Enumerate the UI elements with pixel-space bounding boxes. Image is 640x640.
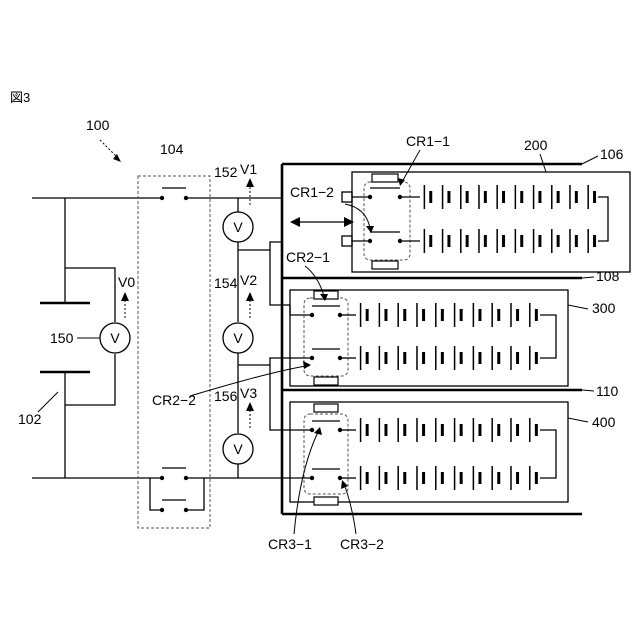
arrow-100 (100, 140, 121, 162)
label-104: 104 (160, 141, 184, 157)
label-152: 152 (214, 164, 238, 180)
label-cr2-1: CR2−1 (286, 249, 330, 265)
label-108: 108 (596, 268, 620, 284)
battery-pack-400 (290, 402, 568, 502)
pack-300-wiring (282, 305, 556, 360)
label-400: 400 (592, 414, 616, 430)
label-106: 106 (600, 146, 624, 162)
label-156: 156 (214, 388, 238, 404)
housing-106 (282, 164, 582, 514)
label-cr1-2: CR1−2 (290, 184, 334, 200)
svg-text:V: V (233, 330, 243, 346)
pack-400-wiring (282, 421, 556, 480)
leader-cr3-2 (341, 480, 356, 534)
label-110: 110 (596, 383, 619, 399)
contactor-group-cr2 (304, 298, 348, 376)
cell-string-200-top (424, 185, 594, 209)
label-100: 100 (86, 117, 110, 133)
label-cr1-1: CR1−1 (406, 133, 450, 149)
svg-text:V: V (233, 219, 243, 235)
fuse-400-top (314, 404, 338, 412)
fuse-300-bottom (314, 377, 338, 385)
relay-top (160, 188, 188, 200)
contactor-group-cr3 (304, 414, 348, 494)
figure-label: 図3 (10, 90, 30, 105)
svg-text:V: V (110, 330, 120, 346)
fuse-400-bottom (314, 497, 338, 505)
label-200: 200 (524, 137, 548, 153)
label-154: 154 (214, 275, 238, 291)
label-150: 150 (50, 330, 74, 346)
double-arrow (290, 217, 354, 227)
leader-106 (582, 156, 598, 164)
cell-string-300-top (361, 303, 537, 327)
leader-300 (568, 305, 588, 309)
svg-text:V: V (233, 441, 243, 457)
leader-400 (568, 418, 588, 422)
cell-string-200-bottom (424, 229, 594, 253)
battery-pack-300 (290, 290, 568, 386)
label-v1: V1 (240, 161, 257, 177)
cell-string-300-bottom (361, 346, 537, 370)
label-cr3-2: CR3−2 (340, 536, 384, 552)
leader-cr1-2 (345, 204, 374, 233)
label-cr2-2: CR2−2 (152, 392, 196, 408)
cell-string-400-bottom (361, 466, 537, 490)
fuse-200-top (372, 174, 398, 182)
cell-string-400-top (361, 418, 537, 442)
leader-110 (582, 390, 594, 391)
voltmeter-v2: V (223, 250, 254, 365)
relay-block-104 (138, 176, 210, 528)
contactor-group-cr1 (364, 182, 410, 260)
fuse-200-bottom (372, 261, 398, 269)
label-v3: V3 (240, 385, 257, 401)
leader-cr3-1 (294, 427, 322, 534)
label-300: 300 (592, 300, 616, 316)
label-cr3-1: CR3−1 (268, 536, 312, 552)
leader-108 (582, 277, 594, 278)
label-v0: V0 (118, 274, 135, 290)
label-v2: V2 (240, 272, 257, 288)
pack-200-wiring (342, 188, 608, 246)
label-102: 102 (18, 411, 42, 427)
relay-bottom (150, 468, 204, 512)
voltmeter-v1: V (223, 178, 254, 250)
leader-cr1-1 (398, 150, 420, 186)
leader-102 (38, 392, 58, 412)
